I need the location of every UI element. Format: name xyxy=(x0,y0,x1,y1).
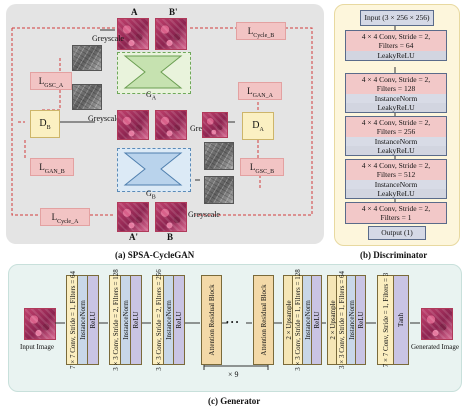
gen-upsample-block-2: 2 × Upsample 3 × 3 Conv, Stride = 1, Fil… xyxy=(327,271,366,369)
gen-final-block: 7 × 7 Conv, Stride = 1, Filters = 3 Tanh xyxy=(377,273,409,367)
generator-ga-label: GA xyxy=(146,90,157,102)
panel-b-caption: (b) Discriminator xyxy=(360,250,428,260)
loss-gsc-a: LGSC_A xyxy=(30,72,72,90)
image-a-mid xyxy=(117,110,149,140)
generator-gb-label: GB xyxy=(146,189,156,201)
generator-output-image xyxy=(421,308,453,340)
grey-image-b1 xyxy=(204,142,234,170)
image-a-prime-bottom xyxy=(117,202,149,232)
grey-image-b2 xyxy=(204,176,234,204)
generator-input-label: Input Image xyxy=(20,343,55,351)
gen-attention-block-1: Attention Residual Block xyxy=(201,275,222,365)
image-b-prime-mid xyxy=(155,110,187,140)
generator-gb-shape xyxy=(123,152,183,186)
label-a: A xyxy=(131,7,138,17)
image-b-prime-top xyxy=(155,18,187,50)
disc-layer-4: 4 × 4 Conv, Stride = 2,Filters = 512 Ins… xyxy=(345,159,447,199)
image-b-bottom xyxy=(155,202,187,232)
disc-layer-5: 4 × 4 Conv, Stride = 2,Filters = 1 xyxy=(345,202,447,224)
label-b: B xyxy=(167,232,174,242)
generator-input-image xyxy=(24,308,56,340)
generator-ga-shape xyxy=(123,55,183,89)
greyscale-label-bottom: Greyscale xyxy=(188,210,220,219)
gen-attention-block-2: Attention Residual Block xyxy=(253,275,274,365)
loss-gsc-b: LGSC_B xyxy=(240,158,284,176)
image-b-right xyxy=(202,112,228,138)
panel-a-caption: (a) SPSA-CycleGAN xyxy=(115,250,195,260)
disc-layer-1: 4 × 4 Conv, Stride = 2,Filters = 64 Leak… xyxy=(345,30,447,61)
loss-gan-a: LGAN_A xyxy=(238,82,282,100)
gen-block-1: 7 × 7 Conv, Stride = 1, Filters = 64 Ins… xyxy=(66,271,99,369)
image-a-top xyxy=(117,18,149,50)
label-b-prime: B' xyxy=(169,7,178,17)
generator-output-label: Generated Image xyxy=(411,343,459,351)
label-a-prime: A' xyxy=(129,232,138,242)
greyscale-label-top: Greyscale xyxy=(92,34,124,43)
loss-gan-b: LGAN_B xyxy=(30,158,74,176)
disc-input: Input (3 × 256 × 256) xyxy=(360,10,434,26)
grey-image-a2 xyxy=(72,84,102,110)
disc-layer-2: 4 × 4 Conv, Stride = 2,Filters = 128 Ins… xyxy=(345,73,447,113)
gen-ellipsis: • • • xyxy=(226,318,239,327)
gen-upsample-block-1: 2 × Upsample 3 × 3 Conv, Stride = 1, Fil… xyxy=(283,269,322,371)
discriminator-db: DB xyxy=(30,110,60,138)
gen-repeat-label: × 9 xyxy=(228,370,239,379)
gen-block-2: 3 × 3 Conv, Stride = 2, Filters = 128 In… xyxy=(109,269,142,371)
gen-block-3: 3 × 3 Conv, Stride = 2, Filters = 256 In… xyxy=(152,269,185,371)
discriminator-da: DA xyxy=(242,112,274,140)
greyscale-label-mid-left: Greyscale xyxy=(88,114,120,123)
panel-c-caption: (c) Generator xyxy=(208,396,261,406)
loss-cycle-b: LCycle_B xyxy=(236,22,286,40)
disc-output: Output (1) xyxy=(368,226,426,240)
loss-cycle-a: LCycle_A xyxy=(40,208,90,226)
grey-image-a1 xyxy=(72,45,102,71)
disc-layer-3: 4 × 4 Conv, Stride = 2,Filters = 256 Ins… xyxy=(345,116,447,156)
